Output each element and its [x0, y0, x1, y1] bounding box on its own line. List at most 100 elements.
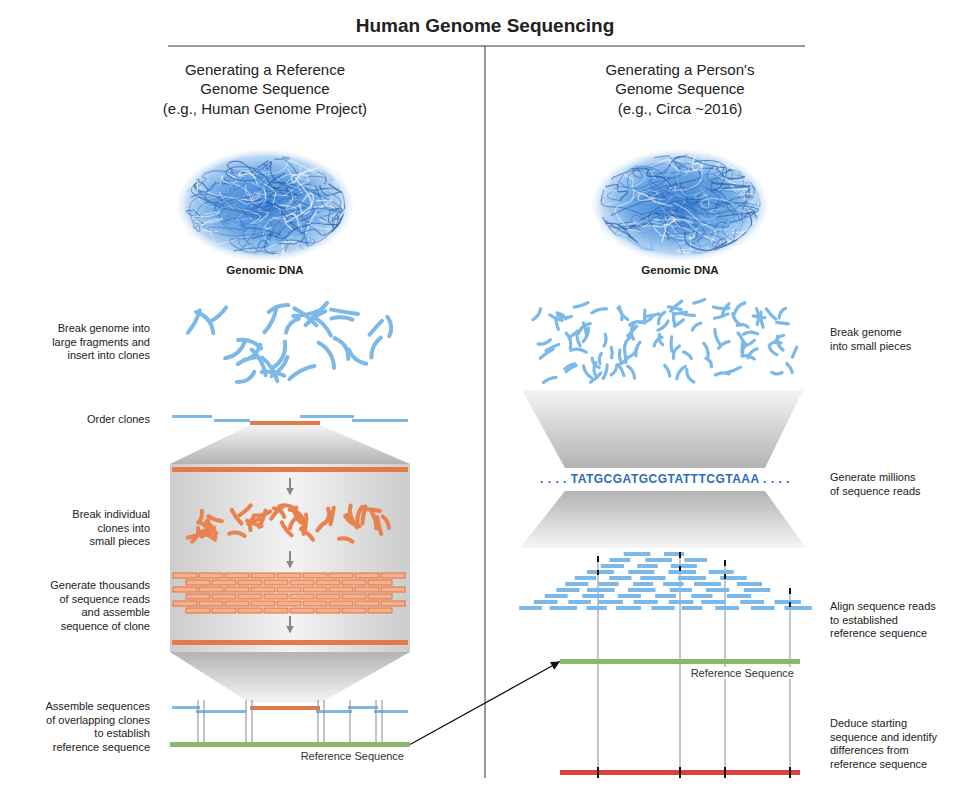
read-variant-mark — [789, 588, 791, 594]
small-piece — [658, 321, 668, 330]
clone-read — [264, 594, 288, 599]
clone-read — [251, 601, 275, 606]
clone-read — [199, 601, 223, 606]
dna-label: Genomic DNA — [600, 264, 760, 278]
read-variant-marks — [597, 552, 791, 607]
dna-strand — [701, 198, 734, 208]
small-piece — [566, 333, 570, 348]
small-piece — [680, 313, 694, 315]
sequence-read — [670, 588, 692, 592]
small-piece — [669, 337, 673, 351]
clone-read — [342, 608, 366, 613]
small-piece — [619, 350, 621, 363]
sequence-read — [727, 594, 751, 598]
small-piece — [673, 313, 675, 326]
dna-strand — [208, 224, 256, 230]
small-piece — [770, 342, 781, 345]
dna-strand — [648, 180, 669, 203]
clone-piece — [200, 533, 215, 540]
dna-strand — [301, 177, 339, 195]
large-fragment — [269, 305, 289, 312]
dna-strand — [739, 199, 757, 222]
zoom-funnel — [522, 390, 803, 468]
clone-read — [329, 601, 353, 606]
clone-piece — [303, 531, 313, 540]
clone-read — [368, 594, 392, 599]
small-piece — [692, 323, 700, 330]
dna-strand — [653, 219, 693, 234]
dna-strand — [677, 181, 703, 192]
dna-strand — [323, 171, 334, 181]
read-variant-mark — [679, 552, 681, 558]
sequence-read — [691, 594, 712, 598]
sequence-read — [628, 570, 654, 574]
clone-piece — [290, 518, 296, 529]
clone-read — [329, 573, 353, 578]
step-label: Generate thousands of sequence reads and… — [45, 579, 150, 633]
dna-cloud — [175, 148, 355, 262]
dna-strand — [233, 241, 268, 251]
clone-read — [212, 608, 236, 613]
clone-read — [238, 580, 262, 585]
clone-piece — [371, 512, 376, 529]
sequence-read — [609, 576, 631, 580]
sequence-read — [706, 588, 729, 592]
variant-mark — [789, 767, 791, 778]
step-label: Order clones — [45, 413, 150, 427]
dna-strand — [688, 156, 703, 171]
small-piece — [673, 346, 679, 358]
dna-strand — [234, 170, 250, 183]
clone-read — [199, 587, 223, 592]
clone-read — [264, 608, 288, 613]
clone-read — [342, 580, 366, 585]
sequence-read — [534, 600, 558, 604]
dna-strand — [707, 165, 732, 190]
dna-strand — [258, 161, 272, 170]
large-fragment — [332, 317, 353, 319]
dna-strand — [332, 215, 343, 228]
clone-piece — [259, 511, 265, 527]
clone-read — [186, 608, 210, 613]
sequence-read — [744, 588, 770, 592]
clone-read — [238, 594, 262, 599]
clone-read — [303, 587, 327, 592]
sequence-read — [655, 594, 676, 598]
step-label: Break genome into small pieces — [830, 326, 918, 353]
sequence-read — [682, 606, 703, 610]
large-fragment — [237, 372, 254, 382]
large-fragment — [313, 317, 331, 336]
clone-read — [186, 580, 210, 585]
dna-strand — [262, 229, 297, 253]
clone-segment — [214, 419, 250, 422]
variant-marks — [597, 767, 791, 778]
sequence-reads — [519, 552, 812, 610]
small-piece — [610, 347, 614, 357]
overlap-tick — [318, 700, 319, 742]
dna-strand — [712, 238, 737, 248]
dna-strand — [667, 230, 703, 255]
dna-strand — [677, 165, 703, 196]
zoom-funnel — [170, 425, 410, 464]
clone-bar — [172, 640, 408, 645]
step-label: Assemble sequences of overlapping clones… — [45, 700, 150, 754]
sequence-read — [609, 558, 630, 562]
step-label: Deduce starting sequence and identify di… — [830, 717, 940, 771]
dna-strand — [239, 170, 258, 183]
small-piece — [677, 366, 685, 378]
sequence-read — [598, 582, 619, 586]
clone-read — [355, 587, 379, 592]
step-arrow — [289, 551, 291, 567]
large-fragment — [349, 349, 367, 363]
genomic-dna-blob — [590, 148, 770, 262]
clone-read — [316, 594, 340, 599]
clone-read — [368, 580, 392, 585]
small-piece — [619, 366, 623, 375]
sequence-read — [633, 582, 653, 586]
small-piece — [706, 358, 712, 367]
reference-sequence-bar: Reference Sequence — [170, 742, 410, 763]
small-piece — [665, 365, 670, 376]
dna-cloud — [590, 148, 770, 262]
overlap-tick — [350, 700, 351, 742]
small-piece — [624, 337, 630, 350]
